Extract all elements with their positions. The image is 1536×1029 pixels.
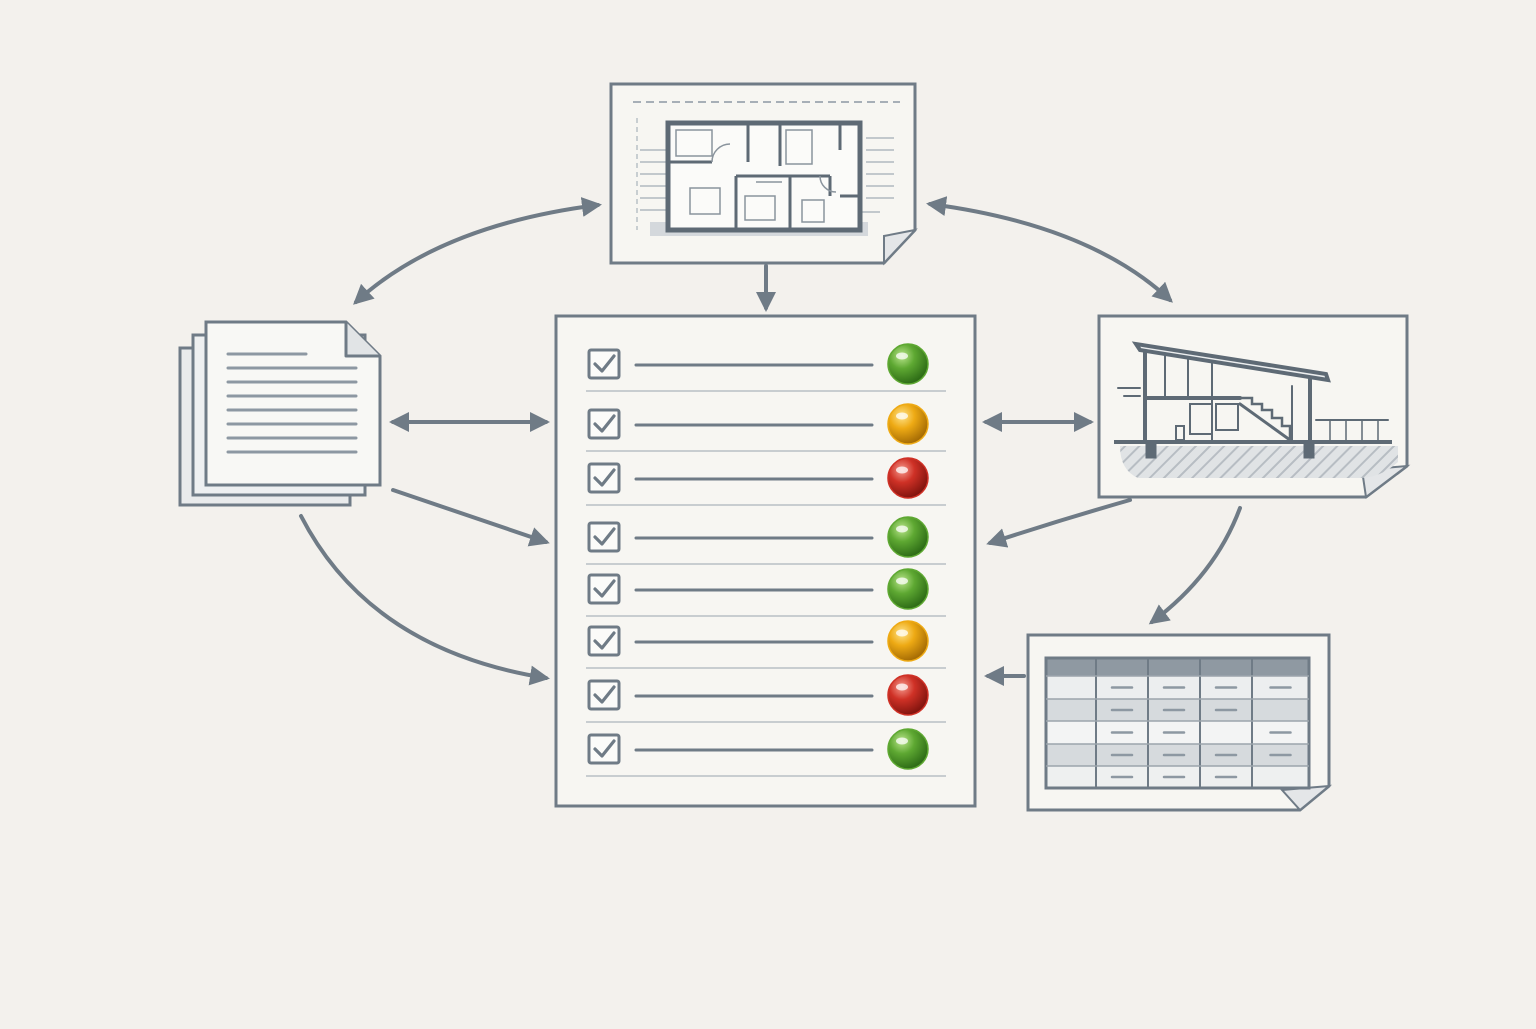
checklist-rows <box>586 343 946 777</box>
document-folded-corner <box>344 322 380 358</box>
checklist-row <box>586 457 946 506</box>
table-header-row <box>1046 658 1309 676</box>
checklist-icon <box>554 314 977 808</box>
checklist-row <box>586 728 946 777</box>
schedule-table-icon <box>1026 633 1333 812</box>
arrow-section-schedule <box>1148 506 1242 625</box>
status-indicator-green <box>887 343 929 385</box>
checkmark-icon <box>593 579 616 598</box>
checkmark-icon <box>593 685 616 704</box>
checklist-sheet <box>554 314 977 808</box>
schedule-grid <box>1044 656 1311 790</box>
floor-plan-drawing-icon <box>609 82 918 266</box>
stacked-documents-icon <box>178 320 382 507</box>
floor-plan-page-curl <box>883 228 918 266</box>
status-indicator-red <box>887 457 929 499</box>
building-section-drawing-icon <box>1097 314 1411 499</box>
checkmark-icon <box>593 468 616 487</box>
status-indicator-amber <box>887 620 929 662</box>
checklist-row <box>586 568 946 617</box>
arrow-floorplan-documents <box>353 197 602 305</box>
checkmark-icon <box>593 527 616 546</box>
checkmark-icon <box>593 354 616 373</box>
connectors <box>299 196 1242 686</box>
checkmark-icon <box>593 739 616 758</box>
arrow-documents-checklist-mid <box>391 488 550 547</box>
status-indicator-amber <box>887 403 929 445</box>
checkmark-icon <box>593 631 616 650</box>
status-indicator-green <box>887 568 929 610</box>
checklist-row <box>586 343 946 392</box>
checklist-row <box>586 674 946 723</box>
arrow-documents-checklist-low <box>299 514 550 686</box>
document-front-sheet <box>204 320 382 487</box>
checkmark-icon <box>593 414 616 433</box>
status-indicator-green <box>887 728 929 770</box>
checklist-row <box>586 620 946 669</box>
arrow-floorplan-section <box>926 196 1173 303</box>
arrow-section-checklist <box>986 498 1132 548</box>
checklist-row <box>586 403 946 452</box>
status-indicator-red <box>887 674 929 716</box>
status-indicator-green <box>887 516 929 558</box>
checklist-row <box>586 516 946 565</box>
